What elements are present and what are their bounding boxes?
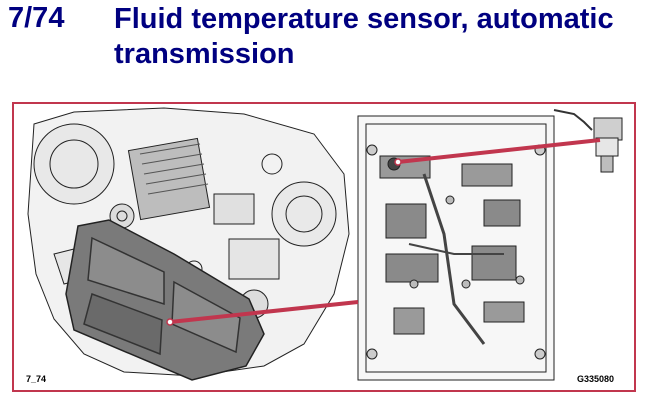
section-number: 7/74 (8, 2, 65, 34)
figure-code: G335080 (576, 374, 614, 384)
transmission-illustration (27, 107, 623, 381)
temperature-sensor-drawing (553, 109, 623, 173)
figure-label: 7_74 (26, 374, 47, 384)
callout-lines (169, 138, 601, 324)
page-title: Fluid temperature sensor, automatic tran… (114, 3, 614, 70)
valve-body-drawing (357, 115, 555, 381)
illustration-frame: 7_74 G335080 (12, 102, 636, 392)
